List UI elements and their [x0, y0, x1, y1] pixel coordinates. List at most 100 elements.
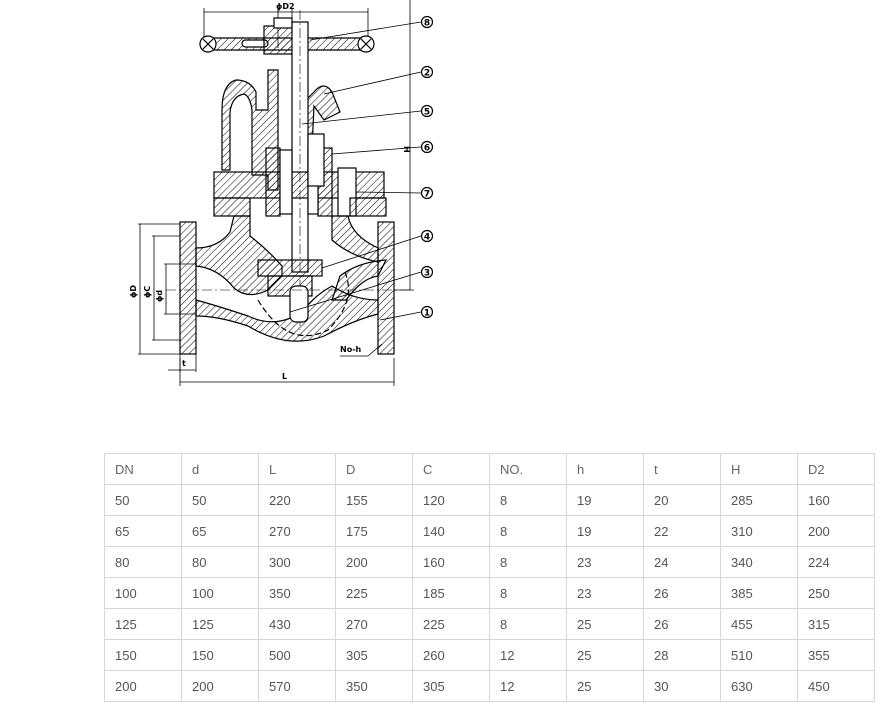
- table-cell: 50: [181, 484, 259, 516]
- table-cell: 160: [797, 484, 875, 516]
- table-cell: 8: [489, 577, 567, 609]
- svg-text:1: 1: [424, 309, 430, 319]
- table-cell: 385: [720, 577, 798, 609]
- table-cell: 30: [643, 670, 721, 702]
- column-header-l: L: [258, 453, 336, 485]
- table-cell: 224: [797, 546, 875, 578]
- column-header-t: t: [643, 453, 721, 485]
- table-cell: 225: [335, 577, 413, 609]
- table-cell: 430: [258, 608, 336, 640]
- table-cell: 270: [335, 608, 413, 640]
- table-cell: 8: [489, 608, 567, 640]
- table-cell: 175: [335, 515, 413, 547]
- callout-marker-4: 4: [420, 229, 434, 243]
- table-cell: 225: [412, 608, 490, 640]
- column-header-dn: DN: [104, 453, 182, 485]
- table-cell: 185: [412, 577, 490, 609]
- table-cell: 50: [104, 484, 182, 516]
- bolt-label: No-h: [340, 345, 362, 354]
- table-cell: 200: [797, 515, 875, 547]
- table-cell: 270: [258, 515, 336, 547]
- callout-marker-2: 2: [420, 65, 434, 79]
- table-cell: 305: [412, 670, 490, 702]
- table-cell: 65: [181, 515, 259, 547]
- callout-marker-8: 8: [420, 15, 434, 29]
- dimension-label-d: ϕD: [129, 285, 138, 298]
- table-cell: 12: [489, 670, 567, 702]
- table-cell: 340: [720, 546, 798, 578]
- callout-marker-1: 1: [420, 305, 434, 319]
- callout-marker-6: 6: [420, 140, 434, 154]
- table-cell: 140: [412, 515, 490, 547]
- column-header-d-outer: D: [335, 453, 413, 485]
- column-header-h-small: h: [566, 453, 644, 485]
- table-cell: 200: [181, 670, 259, 702]
- table-cell: 125: [181, 608, 259, 640]
- table-cell: 100: [104, 577, 182, 609]
- table-cell: 150: [181, 639, 259, 671]
- dimension-label-c: ϕC: [143, 286, 152, 298]
- table-header-row: DN d L D C NO. h t H D2: [104, 453, 875, 485]
- table-cell: 355: [797, 639, 875, 671]
- column-header-c: C: [412, 453, 490, 485]
- dimension-label-h: H: [402, 146, 411, 153]
- dimension-h: [394, 0, 414, 291]
- table-cell: 120: [412, 484, 490, 516]
- callout-marker-5: 5: [420, 104, 434, 118]
- table-cell: 285: [720, 484, 798, 516]
- table-cell: 12: [489, 639, 567, 671]
- table-cell: 22: [643, 515, 721, 547]
- table-cell: 310: [720, 515, 798, 547]
- dimension-label-l: L: [282, 372, 287, 381]
- valve-cross-section-drawing: ϕD 2: [129, 0, 434, 386]
- table-cell: 23: [566, 577, 644, 609]
- table-cell: 25: [566, 670, 644, 702]
- table-cell: 250: [797, 577, 875, 609]
- table-cell: 125: [104, 608, 182, 640]
- table-cell: 200: [335, 546, 413, 578]
- table-cell: 80: [104, 546, 182, 578]
- table-cell: 350: [258, 577, 336, 609]
- table-cell: 455: [720, 608, 798, 640]
- table-cell: 8: [489, 515, 567, 547]
- disc: [257, 259, 323, 323]
- svg-text:7: 7: [424, 190, 430, 200]
- callout-marker-7: 7: [420, 186, 434, 200]
- dimension-label-t: t: [182, 359, 186, 368]
- table-cell: 350: [335, 670, 413, 702]
- table-cell: 510: [720, 639, 798, 671]
- svg-text:4: 4: [424, 233, 430, 243]
- table-cell: 220: [258, 484, 336, 516]
- table-cell: 20: [643, 484, 721, 516]
- svg-text:6: 6: [424, 144, 430, 154]
- column-header-no: NO.: [489, 453, 567, 485]
- svg-text:3: 3: [424, 269, 430, 279]
- column-header-d: d: [181, 453, 259, 485]
- svg-text:8: 8: [424, 19, 430, 29]
- svg-text:2: 2: [424, 69, 430, 79]
- table-cell: 19: [566, 484, 644, 516]
- table-cell: 300: [258, 546, 336, 578]
- table-cell: 150: [104, 639, 182, 671]
- dimension-label-small-d: ϕd: [155, 290, 164, 302]
- table-cell: 630: [720, 670, 798, 702]
- table-cell: 570: [258, 670, 336, 702]
- dimension-diameters: [138, 223, 197, 372]
- table-cell: 24: [643, 546, 721, 578]
- handwheel: [199, 17, 375, 55]
- table-cell: 26: [643, 577, 721, 609]
- table-cell: 155: [335, 484, 413, 516]
- table-cell: 200: [104, 670, 182, 702]
- callout-leaders: [289, 21, 422, 321]
- callout-marker-3: 3: [420, 265, 434, 279]
- table-cell: 25: [566, 608, 644, 640]
- table-cell: 450: [797, 670, 875, 702]
- table-cell: 500: [258, 639, 336, 671]
- table-cell: 160: [412, 546, 490, 578]
